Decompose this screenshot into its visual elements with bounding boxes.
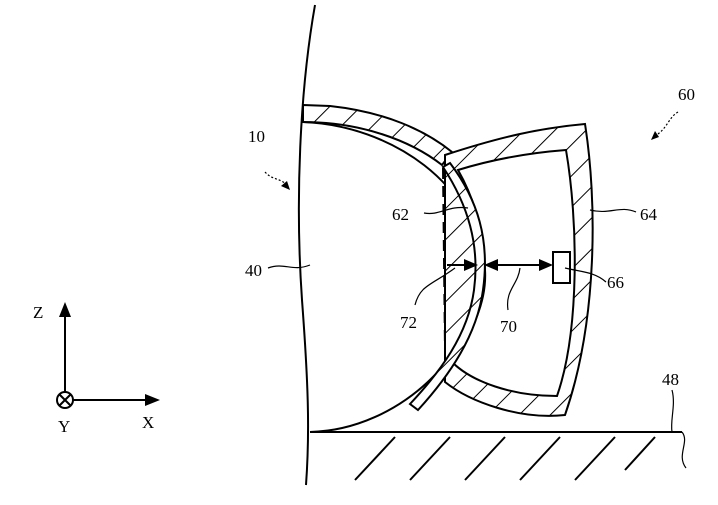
surface-hatching <box>354 436 656 481</box>
reference-dashed-line <box>442 167 446 351</box>
label-housing: 60 <box>678 85 695 104</box>
arrowhead <box>484 259 498 271</box>
leader-66 <box>564 267 607 283</box>
axis-label-y: Y <box>58 417 70 436</box>
label-eye: 40 <box>245 261 262 280</box>
label-housing-wall: 64 <box>640 205 658 224</box>
face-edge <box>297 4 316 486</box>
surface-break <box>681 431 687 469</box>
label-lens: 62 <box>392 205 409 224</box>
leader-64 <box>589 208 637 213</box>
axis-label-x: X <box>142 413 154 432</box>
label-gap-distance: 70 <box>500 317 517 336</box>
device-shell <box>302 103 454 167</box>
arrowhead <box>281 181 290 190</box>
label-surface: 48 <box>662 370 679 389</box>
axis-label-z: Z <box>33 303 43 322</box>
arrowhead <box>651 131 659 140</box>
arrowhead <box>539 259 553 271</box>
leader-70 <box>506 267 521 311</box>
leader-48 <box>670 389 675 433</box>
leader-40 <box>267 264 311 269</box>
leader-60 <box>654 111 679 137</box>
label-gap-lens: 72 <box>400 313 417 332</box>
sensor <box>552 251 571 284</box>
lens <box>408 161 486 412</box>
leader-62 <box>423 206 469 215</box>
coordinate-axes <box>56 302 160 409</box>
label-device: 10 <box>248 127 265 146</box>
label-sensor: 66 <box>607 273 624 292</box>
leader-10 <box>264 171 288 186</box>
arrowhead <box>464 259 478 271</box>
leader-72 <box>414 267 456 306</box>
